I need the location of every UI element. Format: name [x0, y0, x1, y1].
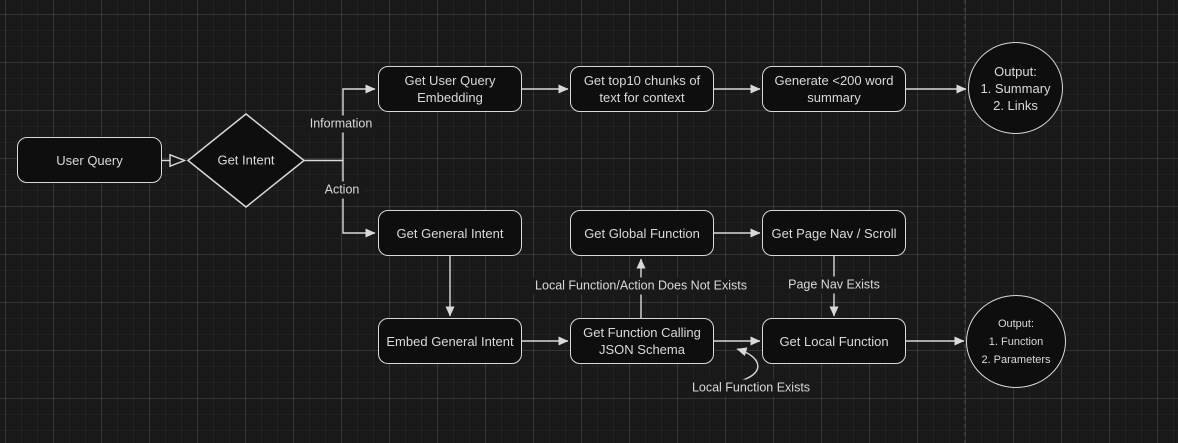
node-label: Get Global Function	[584, 225, 700, 241]
node-label-line: 2. Links	[993, 97, 1038, 113]
node-get-user-query-embedding[interactable]: Get User Query Embedding	[378, 66, 522, 112]
node-output-function[interactable]: Output: 1. Function 2. Parameters	[966, 295, 1066, 388]
node-label-line: 1. Function	[988, 335, 1044, 348]
node-get-function-calling-json-schema[interactable]: Get Function Calling JSON Schema	[570, 318, 714, 364]
node-label: Get Page Nav / Scroll	[771, 225, 897, 241]
node-label-line: Embedding	[417, 90, 483, 105]
node-label-line: 2. Parameters	[981, 353, 1051, 366]
node-get-local-function[interactable]: Get Local Function	[762, 318, 906, 364]
edge-label-local-function-exists[interactable]: Local Function Exists	[687, 379, 815, 397]
edge-label-page-nav-exists[interactable]: Page Nav Exists	[784, 276, 884, 294]
node-label: User Query	[56, 152, 123, 168]
edge-label-information[interactable]: Information	[305, 115, 377, 133]
node-label-line: Output:	[997, 317, 1035, 330]
node-label-line: JSON Schema	[599, 342, 685, 357]
node-generate-summary[interactable]: Generate <200 word summary	[762, 66, 906, 112]
node-label-line: Get top10 chunks of	[583, 73, 701, 88]
node-get-general-intent[interactable]: Get General Intent	[378, 210, 522, 256]
node-label: Get Local Function	[779, 333, 889, 349]
node-label-line: summary	[807, 90, 861, 105]
node-get-top10-chunks[interactable]: Get top10 chunks of text for context	[570, 66, 714, 112]
edge-local-function-exists-pointer[interactable]	[736, 347, 759, 381]
node-label: Get General Intent	[396, 225, 504, 241]
node-label-line: Get Function Calling	[583, 325, 701, 340]
node-get-intent-label[interactable]: Get Intent	[217, 152, 275, 168]
node-output-summary[interactable]: Output: 1. Summary 2. Links	[968, 42, 1063, 134]
node-user-query[interactable]: User Query	[17, 137, 162, 183]
node-label-line: Get User Query	[404, 73, 496, 88]
node-embed-general-intent[interactable]: Embed General Intent	[378, 318, 522, 364]
edge-label-local-function-action-does-not-exists[interactable]: Local Function/Action Does Not Exists	[531, 277, 751, 295]
node-label: Embed General Intent	[386, 333, 514, 349]
node-get-page-nav-scroll[interactable]: Get Page Nav / Scroll	[762, 210, 906, 256]
node-label-line: Generate <200 word	[774, 73, 894, 88]
node-label-line: Output:	[994, 63, 1037, 79]
edge-label-action[interactable]: Action	[320, 181, 364, 199]
node-label-line: 1. Summary	[980, 80, 1051, 96]
open-arrowhead-icon	[169, 153, 187, 168]
node-get-global-function[interactable]: Get Global Function	[570, 210, 714, 256]
node-label-line: text for context	[599, 90, 685, 105]
node-shape-get-intent[interactable]	[186, 113, 306, 208]
